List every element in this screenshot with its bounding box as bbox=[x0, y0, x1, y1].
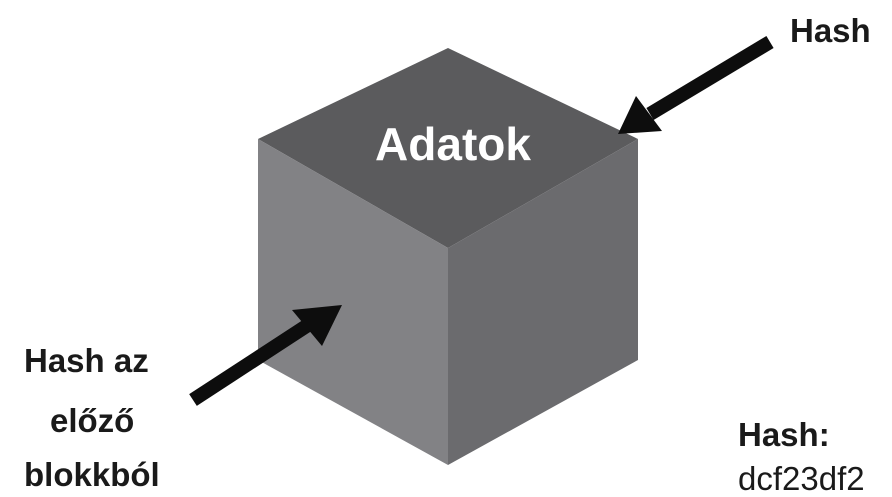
incoming-hash-arrow bbox=[618, 35, 774, 134]
data-cube: Adatok bbox=[258, 48, 638, 465]
hash-field-label: Hash: bbox=[738, 416, 830, 453]
previous-hash-arrow bbox=[189, 305, 342, 406]
cube-top-face bbox=[258, 48, 638, 248]
hash-label-top-right: Hash bbox=[790, 12, 871, 49]
cube-right-face bbox=[448, 139, 638, 465]
previous-hash-label-line3: blokkból bbox=[24, 456, 160, 493]
previous-hash-label-line1: Hash az bbox=[24, 342, 149, 379]
cube-data-label: Adatok bbox=[375, 118, 531, 170]
hash-value: dcf23df2 bbox=[738, 460, 865, 497]
previous-hash-label-line2: előző bbox=[50, 402, 135, 439]
cube-front-face bbox=[258, 139, 448, 465]
